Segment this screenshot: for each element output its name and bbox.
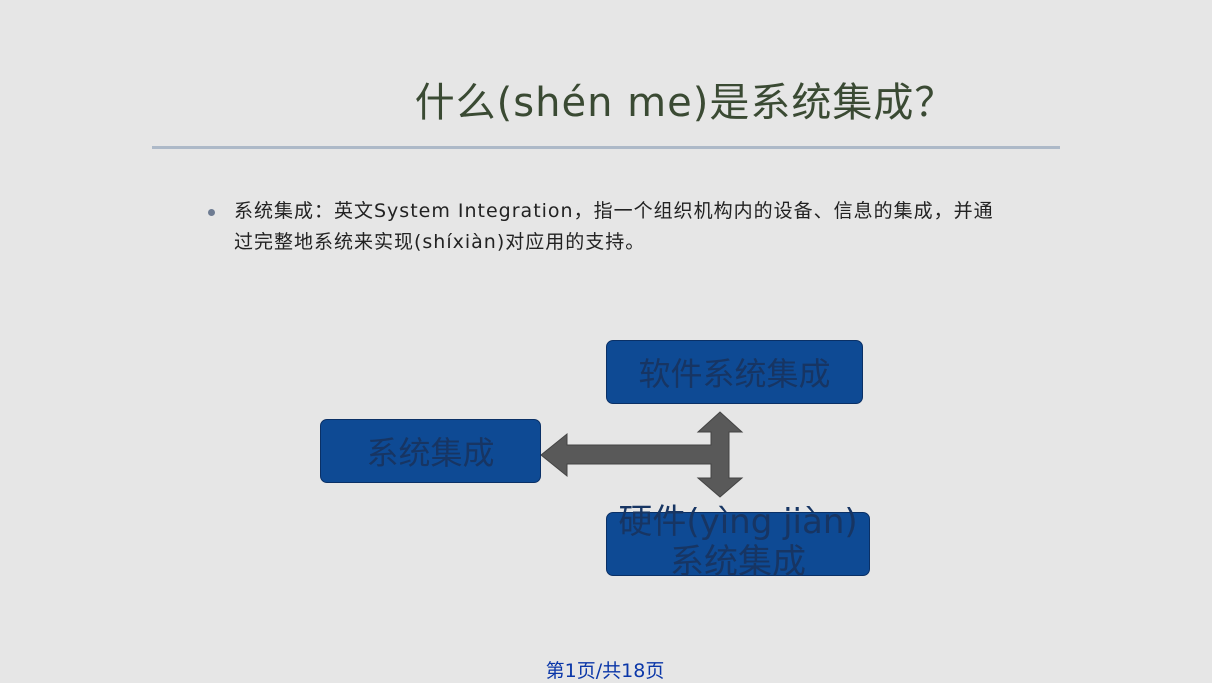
node-hardware-integration: 硬件(yìng jiàn)系统集成	[606, 502, 870, 582]
arrow-shape	[540, 411, 744, 498]
slide-title: 什么(shén me)是系统集成？	[414, 80, 956, 126]
node-system-integration: 系统集成	[320, 419, 541, 483]
bullet-text: 系统集成：英文System Integration，指一个组织机构内的设备、信息…	[234, 200, 994, 253]
node-label: 软件系统集成	[638, 355, 831, 393]
node-label: 系统集成	[366, 434, 495, 472]
title-divider	[152, 146, 1060, 149]
bullet-dot-icon	[208, 209, 215, 216]
node-label: 硬件(yìng jiàn)系统集成	[618, 502, 858, 582]
page-indicator[interactable]: 第1页/共18页	[545, 660, 665, 682]
node-software-integration: 软件系统集成	[606, 340, 863, 404]
